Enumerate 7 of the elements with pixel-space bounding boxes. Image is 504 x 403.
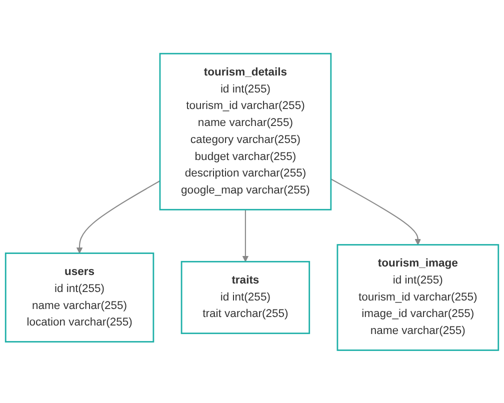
arrow (330, 178, 421, 245)
node-box: traits id int(255) trait varchar(255) (180, 260, 310, 334)
arrow (242, 209, 249, 262)
arrow (76, 180, 160, 254)
node-box: tourism_image id int(255) tourism_id varchar(255) image_id varchar(255) name varchar(255) (336, 244, 500, 350)
node-box: tourism_details id int(255) tourism_id varchar(255) name varchar(255) category varchar(255) budget varchar(255) description varchar(255) google_map varchar(255) (159, 52, 332, 210)
node-box: users id int(255) name varchar(255) location varchar(255) (4, 252, 154, 342)
